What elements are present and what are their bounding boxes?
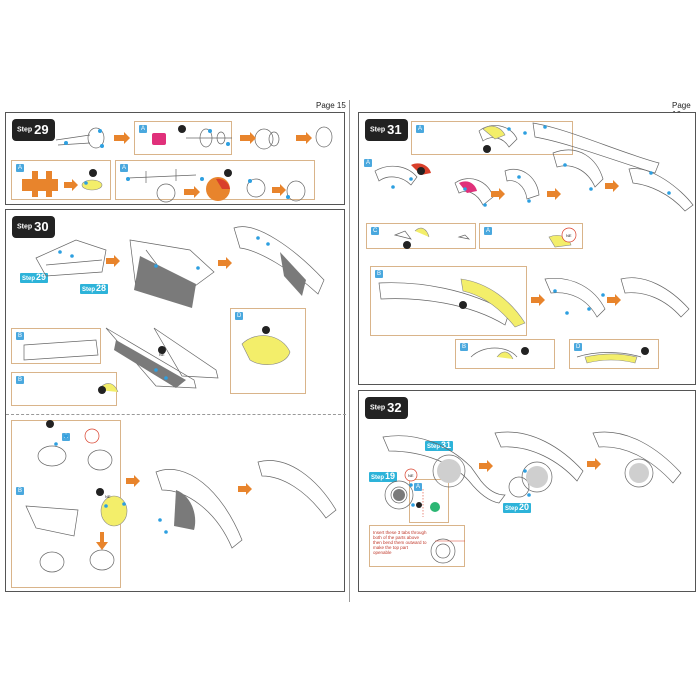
step-word: Step xyxy=(370,126,386,134)
sub-tag: B xyxy=(16,376,25,384)
step-ref-29: Step29 xyxy=(20,272,49,283)
sub-tag: B xyxy=(375,270,384,278)
step-32-note-text: Insert these 3 tabs through both of the … xyxy=(373,530,427,555)
step-ref-word: Step xyxy=(22,276,36,282)
sub-tag: A xyxy=(120,164,129,172)
step-word: Step xyxy=(17,126,33,134)
page-label-left: Page 15 xyxy=(316,101,346,110)
sub-tag: B xyxy=(16,487,25,495)
step-ref-number: 28 xyxy=(96,283,107,293)
step-ref-number: 19 xyxy=(385,471,396,481)
step-number: 32 xyxy=(387,400,402,416)
step-32-note-box: Insert these 3 tabs through both of the … xyxy=(369,525,465,567)
step-word: Step xyxy=(17,223,33,231)
sub-tag: A xyxy=(484,227,493,235)
step-ref-number: 29 xyxy=(36,272,47,282)
callout-ne: NE xyxy=(566,233,572,238)
step-ref-word: Step xyxy=(82,287,96,293)
step-ref-number: 31 xyxy=(441,440,452,450)
step-ref-20: Step20 xyxy=(503,502,532,513)
step-word: Step xyxy=(370,404,386,412)
step-30-subbox-b-small: B xyxy=(11,372,117,406)
step-ref-word: Step xyxy=(427,444,441,450)
step-number: 30 xyxy=(34,219,49,235)
sub-tag: D xyxy=(235,312,244,320)
step-30-dashed-separator xyxy=(6,414,346,415)
sub-tag: C xyxy=(371,227,380,235)
step-number: 31 xyxy=(387,122,402,138)
step-31-illustration xyxy=(374,122,694,364)
step-ref-word: Step xyxy=(371,475,385,481)
step-31-subbox-c: C xyxy=(366,223,476,249)
step-ref-31: Step31 xyxy=(425,440,454,451)
sub-tag: A xyxy=(364,159,373,167)
sub-tag: A xyxy=(139,125,148,133)
sub-tag: A xyxy=(414,483,423,491)
callout-ne: NE xyxy=(408,473,414,478)
callout-ne: NE xyxy=(159,352,165,357)
step-ref-19: Step19 xyxy=(369,471,398,482)
sub-tag: B xyxy=(16,332,25,340)
sub-tag: A xyxy=(16,164,25,172)
step-32-illustration xyxy=(382,431,682,564)
step-29-illustration xyxy=(22,125,333,203)
step-ref-28: Step28 xyxy=(80,283,109,294)
page-divider xyxy=(349,100,350,602)
sub-tag: D xyxy=(574,343,583,351)
step-30-illustration xyxy=(23,226,337,573)
step-ref-number: 20 xyxy=(519,502,530,512)
callout-ne: NE xyxy=(105,494,111,499)
step-number: 29 xyxy=(34,122,49,138)
step-32-subbox-a: A xyxy=(409,479,449,523)
sub-tag: A xyxy=(416,125,425,133)
sub-tag: B xyxy=(460,343,469,351)
step-ref-word: Step xyxy=(505,506,519,512)
